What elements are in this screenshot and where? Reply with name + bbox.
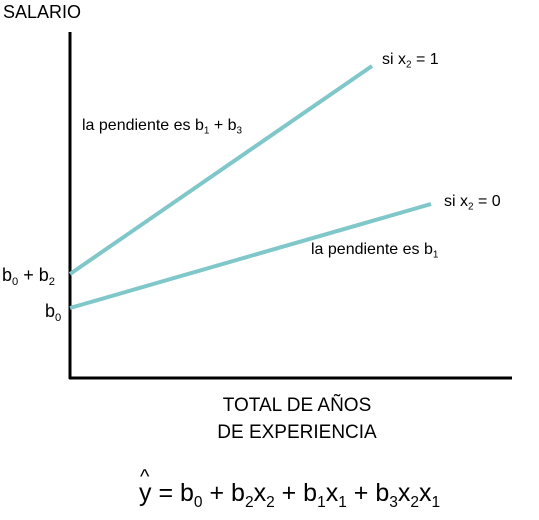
upper-slope-note: la pendiente es b1 + b3 (82, 117, 243, 137)
regression-formula: y = b0 + b2x2 + b1x1 + b3x2x1 (139, 467, 440, 510)
x-axis-title-line1: TOTAL DE AÑOS (222, 395, 372, 416)
y-hat: y (139, 467, 152, 506)
lower-slope-note: la pendiente es b1 (311, 241, 439, 261)
lower-trend-line (69, 202, 432, 310)
y-axis-title: SALARIO (3, 2, 82, 22)
x-axis-title-line2: DE EXPERIENCIA (217, 422, 377, 443)
lower-intercept-label: b0 (45, 301, 62, 324)
upper-intercept-label: b0 + b2 (2, 265, 55, 288)
lower-line-label: si x2 = 0 (444, 193, 501, 213)
upper-line-label: si x2 = 1 (382, 51, 439, 71)
upper-trend-line (68, 64, 374, 276)
x-axis-title: TOTAL DE AÑOS DE EXPERIENCIA (167, 392, 427, 446)
